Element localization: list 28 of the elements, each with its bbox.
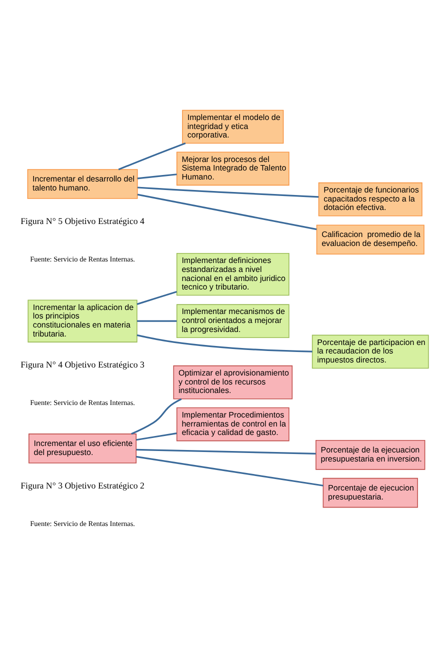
node-box: Porcentaje de participacion en la recaudacion de los impuestos directos. <box>312 334 429 368</box>
node-box: Optimizar el aprovisionamiento y control de los recursos institucionales. <box>173 364 293 399</box>
connector <box>118 142 186 170</box>
connector <box>137 186 319 198</box>
connector <box>136 334 312 352</box>
connector <box>137 193 317 230</box>
connector <box>136 448 316 454</box>
node-box: Porcentaje de funcionarios capacitados respecto a la dotación efectiva. <box>318 182 422 216</box>
connector <box>131 398 182 434</box>
node-box: Implementar mecanismos de control orientados a mejorar la progresividad. <box>176 304 290 338</box>
connector <box>137 173 177 179</box>
node-box: Porcentaje de la ejecuacion presupuestaria en inversion. <box>316 440 426 470</box>
node-box: Implementar el modelo de integridad y etica corporativa. <box>182 109 284 144</box>
connector <box>136 290 177 304</box>
connector <box>136 455 324 486</box>
label: Figura N° 5 Objetivo Estratégico 4 <box>20 216 144 226</box>
node-box: Implementar Procedimientos herramientas de control en la eficacia y calidad de gasto. <box>176 406 290 441</box>
node-box: Mejorar los procesos del Sistema Integrado de Talento Humano. <box>176 151 290 186</box>
connector <box>137 320 177 322</box>
node-box: Incrementar el uso eficiente del presupuesto. <box>28 433 137 463</box>
node-box: Porcentaje de ejecucion presupuestaria. <box>322 477 418 508</box>
node-box: Incrementar la aplicacion de los principios constitucionales en materia tributaria. <box>28 299 138 342</box>
label: Figura N° 4 Objetivo Estratégico 3 <box>20 359 144 370</box>
node-box: Calificacion promedio de la evaluacion de desempeño. <box>316 224 424 254</box>
connector <box>136 432 177 440</box>
label: Figura N° 3 Objetivo Estratégico 2 <box>20 480 144 490</box>
node-box: Incrementar el desarrollo del talento humano. <box>27 168 138 198</box>
node-box: Implementar definiciones estandarizadas a nivel nacional en el ambito juridico tecnico y tributario. <box>176 252 290 296</box>
